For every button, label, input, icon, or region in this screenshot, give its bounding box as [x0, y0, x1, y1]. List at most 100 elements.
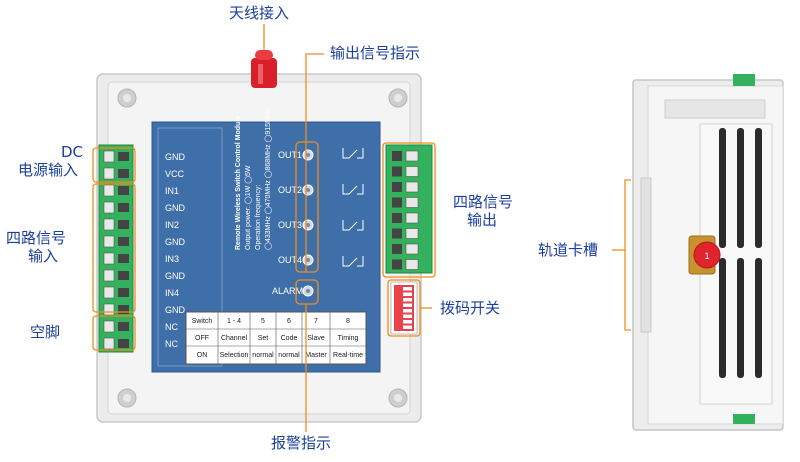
operation-frequency: Operation frequency: — [255, 185, 262, 250]
dip-table-cell: Selection — [220, 352, 249, 359]
dip-table-cell: 1 - 4 — [227, 318, 241, 325]
terminal-label: GND — [165, 237, 186, 247]
callout-rail: 轨道卡槽 — [538, 241, 599, 259]
screw-terminal — [103, 286, 115, 299]
dip-table-cell: Timing — [338, 335, 359, 342]
wire-slot — [392, 151, 402, 161]
terminal-label: IN1 — [165, 186, 179, 196]
dip-key — [403, 309, 412, 313]
dip-table-cell: Code — [281, 335, 298, 342]
dip-table-cell: normal — [252, 352, 274, 359]
wire-slot — [392, 166, 402, 177]
dip-table-cell: Set — [258, 335, 269, 342]
dip-table-cell: Channel — [221, 335, 248, 342]
dip-key — [403, 292, 412, 296]
relay-symbols — [342, 148, 364, 267]
callout-dc-power: 电源输入 — [18, 161, 79, 179]
left-terminal-block — [98, 144, 134, 353]
screw-terminal — [405, 150, 419, 162]
dip-key — [403, 320, 412, 324]
callout-inputs: 四路信号 — [6, 229, 67, 247]
callout-outputs-2: 输出 — [467, 211, 498, 229]
output-power: Output power: ◯1W ◯5W — [244, 165, 252, 250]
screw-terminal — [103, 269, 115, 282]
callout-dip: 拨码开关 — [440, 299, 501, 317]
dip-key — [403, 298, 412, 302]
terminal-label: GND — [165, 271, 186, 281]
wire-slot — [392, 259, 402, 270]
output-label: OUT1 — [278, 150, 302, 160]
screw-terminal — [103, 218, 115, 231]
wire-slot — [118, 288, 129, 297]
leader-lines — [92, 24, 631, 432]
callout-output-indicator: 输出信号指示 — [330, 44, 421, 62]
callout-antenna: 天线接入 — [229, 4, 290, 22]
dip-table-cell: OFF — [195, 335, 209, 342]
terminal-label: VCC — [165, 169, 185, 179]
wire-slot — [118, 169, 129, 178]
screw-terminal — [103, 303, 115, 316]
screw-terminal — [405, 212, 419, 224]
wire-slot — [392, 228, 402, 239]
screw-terminal — [405, 197, 419, 208]
side-antenna-cap-label: 1 — [704, 251, 709, 261]
dip-table-cell: Slave — [307, 335, 325, 342]
dip-table-cell: normal — [278, 352, 300, 359]
module-spec-text: Remote Wireless Switch Control Module Ou… — [235, 108, 272, 250]
terminal-label: GND — [165, 305, 186, 315]
dip-key — [403, 314, 412, 318]
antenna-connector — [251, 50, 277, 88]
dip-table-cell: 7 — [314, 318, 318, 325]
screw-terminal — [103, 235, 115, 248]
terminal-label: NC — [165, 322, 178, 332]
dip-table-cell: Real-time — [333, 352, 363, 359]
dip-table-cell: ON — [197, 352, 208, 359]
terminal-label: IN2 — [165, 220, 179, 230]
dip-key — [403, 303, 412, 307]
terminal-label: IN3 — [165, 254, 179, 264]
screw-terminal — [103, 150, 115, 163]
wire-slot — [118, 220, 129, 229]
wire-slot — [392, 182, 402, 192]
wire-slot — [392, 244, 402, 254]
dip-switch — [390, 281, 418, 335]
screw-terminal — [103, 252, 115, 265]
wire-slot — [118, 271, 129, 280]
screw-terminal — [405, 243, 419, 255]
screw-terminal — [405, 259, 419, 270]
dip-table-cell: 6 — [287, 318, 291, 325]
terminal-label: IN4 — [165, 288, 179, 298]
wire-slot — [118, 186, 129, 195]
screw-terminal — [103, 201, 115, 214]
screw-terminal — [103, 320, 115, 333]
wire-slot — [392, 213, 402, 223]
screw-terminal — [103, 337, 115, 350]
wire-slot — [118, 237, 129, 246]
callout-outputs: 四路信号 — [453, 193, 514, 211]
terminal-label-box — [157, 127, 223, 367]
alarm-label: ALARM — [272, 286, 303, 296]
output-label: OUT4 — [278, 255, 302, 265]
terminal-label: NC — [165, 339, 178, 349]
wire-slot — [118, 254, 129, 263]
output-label: OUT3 — [278, 220, 302, 230]
callout-inputs-2: 输入 — [28, 247, 59, 265]
dip-key — [403, 287, 412, 291]
callout-dc: DC — [60, 143, 84, 161]
dip-table-cell: 5 — [261, 318, 265, 325]
output-label: OUT2 — [278, 185, 302, 195]
wire-slot — [118, 305, 129, 314]
screw-terminal — [405, 228, 419, 239]
frequency-options: ◯433MHz ◯470MHz ◯868MHz ◯915MHz — [264, 108, 272, 250]
wire-slot — [392, 197, 402, 208]
dip-key — [403, 325, 412, 329]
callout-nc: 空脚 — [30, 323, 61, 341]
wire-slot — [118, 339, 129, 348]
dip-table-cell: Switch — [192, 318, 213, 325]
screw-terminal — [103, 184, 115, 197]
terminal-label: GND — [165, 152, 186, 162]
